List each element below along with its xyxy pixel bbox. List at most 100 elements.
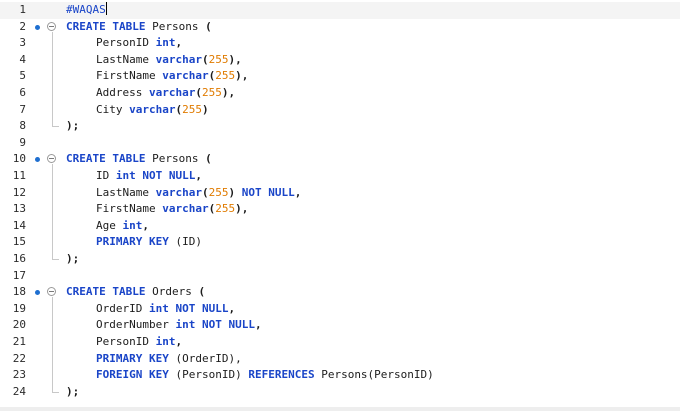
code-token: )	[228, 185, 242, 199]
line-number: 2	[19, 19, 26, 33]
code-token: )	[201, 102, 209, 116]
code-token: 255	[208, 185, 229, 199]
code-text: LastName varchar(255) NOT NULL,	[66, 185, 301, 202]
code-token: Address	[96, 86, 149, 99]
code-token: 255	[208, 52, 229, 66]
line-number: 22	[12, 351, 26, 365]
code-line[interactable]: 9	[0, 135, 680, 152]
fold-guide-end	[52, 391, 59, 393]
code-token: ID	[96, 169, 116, 182]
code-text: Age int,	[66, 218, 149, 235]
line-number: 12	[12, 185, 26, 199]
code-token: );	[66, 252, 80, 265]
code-line[interactable]: 22 PRIMARY KEY (OrderID),	[0, 351, 680, 368]
code-token: varchar	[162, 69, 209, 83]
code-text: PRIMARY KEY (OrderID),	[66, 351, 242, 368]
line-number: 7	[19, 102, 26, 116]
code-line[interactable]: 1#WAQAS	[0, 2, 680, 19]
fold-guide	[52, 164, 53, 259]
code-token: CREATE TABLE	[66, 152, 146, 166]
code-token: int NOT NULL	[115, 169, 196, 182]
code-token: LastName	[96, 185, 156, 199]
code-text: );	[66, 118, 79, 135]
code-token: PRIMARY KEY	[96, 351, 169, 365]
horizontal-scrollbar[interactable]	[0, 407, 680, 411]
code-token: (	[205, 19, 212, 33]
code-token: Persons	[145, 152, 206, 166]
code-text: PersonID int,	[66, 35, 182, 52]
code-text: FirstName varchar(255),	[66, 68, 248, 85]
line-number: 16	[12, 252, 26, 265]
code-token: Persons	[145, 19, 206, 33]
code-token: Orders	[145, 285, 199, 299]
code-token: ),	[235, 69, 249, 83]
code-token: OrderID	[96, 301, 149, 315]
line-number: 4	[19, 52, 26, 66]
code-token: Age	[96, 218, 123, 232]
code-line[interactable]: 24);	[0, 384, 680, 401]
code-text: );	[66, 384, 79, 401]
code-text: #WAQAS	[66, 2, 107, 19]
statement-marker-icon[interactable]	[35, 24, 40, 30]
code-token: (PersonID)	[168, 368, 249, 382]
line-number: 14	[12, 218, 26, 232]
code-token: ,	[175, 335, 183, 348]
statement-marker-icon[interactable]	[35, 157, 40, 163]
code-token: varchar	[148, 86, 196, 99]
code-token: PersonID	[96, 36, 156, 50]
code-token: ,	[142, 218, 149, 232]
code-line[interactable]: 14 Age int,	[0, 218, 680, 235]
statement-marker-icon[interactable]	[35, 290, 40, 296]
line-number: 11	[12, 169, 26, 182]
code-line[interactable]: 2 CREATE TABLE Persons (	[0, 19, 680, 36]
code-token: int	[155, 335, 176, 348]
line-number: 21	[12, 335, 26, 348]
code-token: OrderNumber	[96, 318, 176, 332]
line-number: 15	[12, 235, 26, 249]
code-token: 255	[201, 86, 222, 99]
fold-collapse-icon[interactable]	[47, 21, 56, 31]
code-token: 255	[215, 202, 236, 216]
code-line[interactable]: 17	[0, 268, 680, 285]
code-text: FirstName varchar(255),	[66, 201, 248, 218]
code-token: int	[122, 218, 143, 232]
line-number: 9	[19, 135, 26, 149]
code-token: CREATE TABLE	[66, 285, 146, 299]
code-token: (	[208, 69, 216, 83]
line-number: 20	[12, 318, 26, 332]
fold-guide-end	[52, 126, 59, 128]
code-token: ,	[294, 185, 302, 199]
code-token: );	[66, 384, 80, 398]
code-token: (	[175, 102, 183, 116]
code-text: FOREIGN KEY (PersonID) REFERENCES Person…	[66, 367, 434, 384]
code-token: ,	[175, 36, 183, 50]
code-token: FOREIGN KEY	[96, 368, 169, 382]
code-line[interactable]: 16);	[0, 251, 680, 268]
code-text: CREATE TABLE Persons (	[66, 19, 212, 36]
code-token: ,	[254, 318, 262, 332]
code-line[interactable]: 8);	[0, 118, 680, 135]
code-line[interactable]: 12 LastName varchar(255) NOT NULL,	[0, 185, 680, 202]
text-caret	[105, 2, 107, 15]
fold-collapse-icon[interactable]	[47, 154, 56, 164]
code-token: NOT NULL	[241, 185, 295, 199]
fold-collapse-icon[interactable]	[47, 287, 56, 297]
code-token: 255	[182, 102, 202, 116]
code-token: (	[205, 152, 212, 166]
line-number: 6	[19, 86, 26, 99]
